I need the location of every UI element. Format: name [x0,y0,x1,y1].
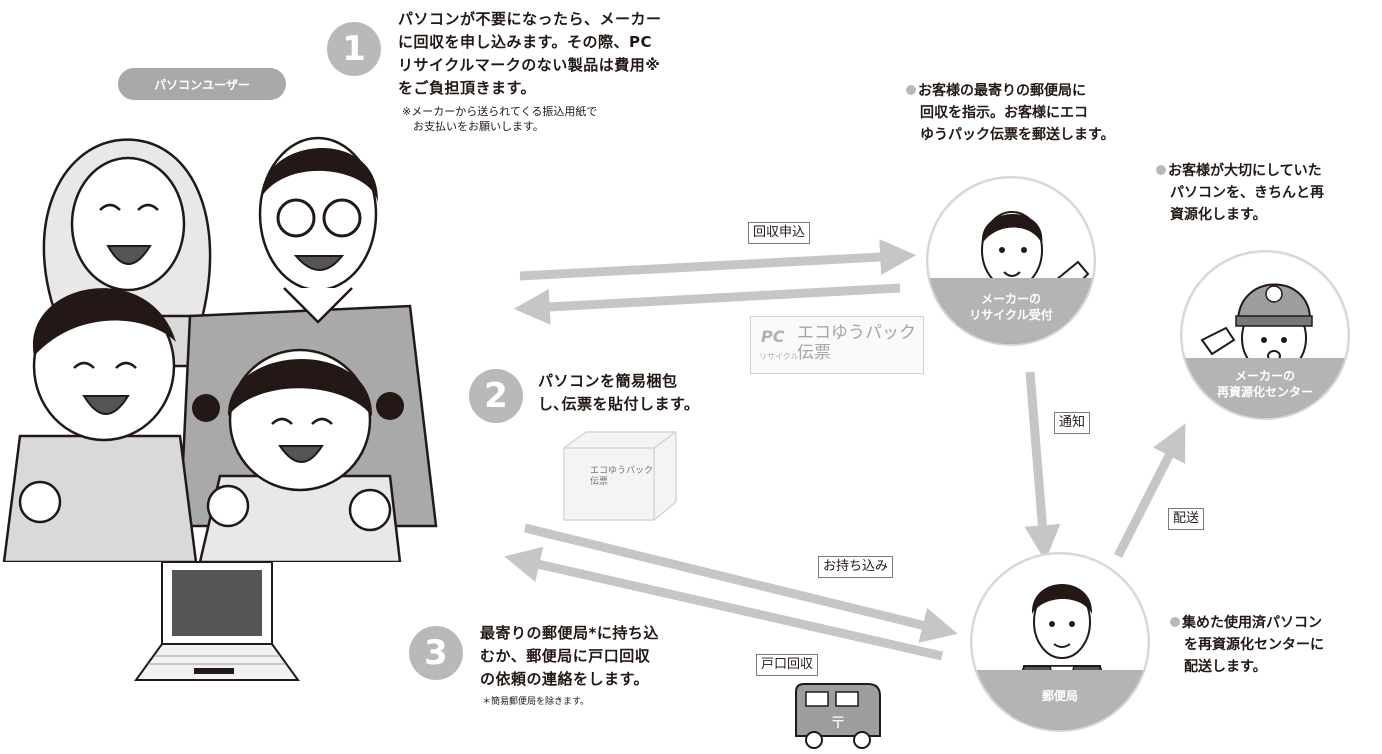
arrow-deliver [1113,423,1186,559]
boy-figure [2,288,198,562]
package-box: エコゆうパック 伝票 [560,430,680,526]
svg-text:〒: 〒 [830,713,846,732]
eco-slip: PC リサイクル エコゆうパック 伝票 [750,316,924,374]
eco-slip-line2: 伝票 [797,343,831,363]
postal-truck-icon: 〒 [795,683,881,749]
maker-description: お客様の最寄りの郵便局に 回収を指示。お客様にエコ ゆうパック伝票を郵送します。 [906,80,1115,146]
tag-notify: 通知 [1054,412,1091,434]
step-2-number: 2 [469,369,523,423]
girl-figure [192,348,404,562]
tag-deliver: 配送 [1168,508,1205,530]
tag-bring: お持ち込み [818,556,894,578]
post-description: 集めた使用済パソコン を再資源化センターに 配送します。 [1170,612,1324,678]
maker-reception-station: メーカーの リサイクル受付 [926,176,1096,346]
package-slip-label: エコゆうパック 伝票 [590,466,654,487]
step-1-text: パソコンが不要になったら、メーカー に回収を申し込みます。その際、PC リサイク… [398,10,662,97]
step-3-number: 3 [409,626,463,680]
eco-slip-line1: エコゆうパック [797,323,916,343]
bullet-dot [906,85,916,95]
post-office-station: 郵便局 [970,552,1150,732]
maker-station-line2: リサイクル受付 [969,307,1053,322]
bullet-dot [1170,617,1180,627]
user-label: パソコンユーザー [118,68,286,100]
step-3-note: ＊簡易郵便局を除きます。 [482,697,590,707]
arrow-pickup [504,546,943,661]
laptop-icon [134,561,300,681]
maker-station-line1: メーカーの [980,291,1041,306]
post-station-label: 郵便局 [1041,689,1078,704]
arrow-notify [1024,371,1061,562]
family-illustration [2,136,438,562]
step-2-text: パソコンを簡易梱包 し､伝票を貼付します。 [538,372,700,413]
tag-pickup: 戸口回収 [756,654,819,676]
step-1-note: ※メーカーから送られてくる振込用紙で お支払いをお願いします。 [402,105,598,133]
step-1-number: 1 [327,22,381,76]
pc-recycle-logo-sub: リサイクル [759,352,799,361]
tag-apply: 回収申込 [748,222,811,244]
center-description: お客様が大切にしていた パソコンを、きちんと再 資源化します。 [1156,160,1324,226]
arrow-bring [523,523,958,643]
arrow-apply [519,239,917,281]
center-station-line2: 再資源化センター [1216,385,1313,400]
pc-recycle-logo: PC [761,327,785,346]
bullet-dot [1156,165,1166,175]
step-3-text: 最寄りの郵便局*に持ち込 むか、郵便局に戸口回収 の依頼の連絡をします。 [480,624,659,688]
recycling-center-station: メーカーの 再資源化センター [1180,250,1350,420]
center-station-line1: メーカーの [1234,369,1295,384]
arrow-slip-return [513,283,901,325]
